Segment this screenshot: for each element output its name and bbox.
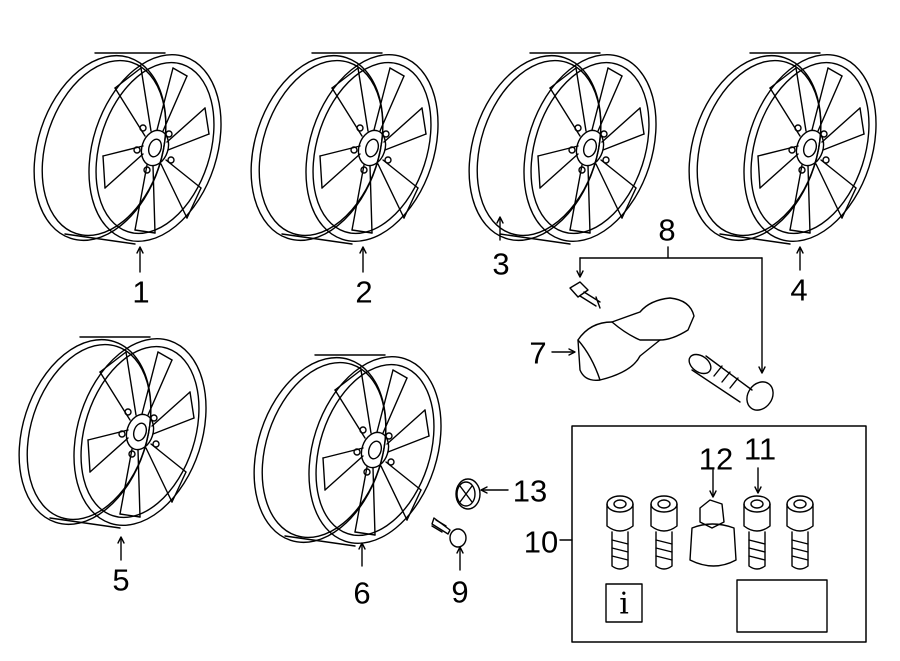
wheel-2 <box>227 36 462 260</box>
callout-2: 2 <box>355 274 373 310</box>
valve-stem-icon <box>688 353 774 411</box>
callout-1: 1 <box>132 274 150 310</box>
info-icon: i <box>619 586 629 622</box>
key-adapter-icon <box>689 499 737 567</box>
callout-6: 6 <box>353 575 371 611</box>
bolt-icon <box>569 281 601 309</box>
center-cap-icon <box>455 478 481 510</box>
lock-kit-box <box>571 425 867 643</box>
wheel-bolt-icon <box>431 517 467 548</box>
wheel-5 <box>0 320 230 544</box>
label-plate-icon <box>736 579 828 633</box>
callout-7: 7 <box>529 335 547 371</box>
callout-3: 3 <box>492 246 510 282</box>
callout-13: 13 <box>512 473 548 509</box>
lug-bolt-icons <box>606 495 814 570</box>
callout-9: 9 <box>451 574 469 610</box>
callout-12: 12 <box>698 441 734 477</box>
wheel-4 <box>665 36 900 260</box>
callout-4: 4 <box>790 272 808 308</box>
callout-11: 11 <box>743 431 777 467</box>
callout-10: 10 <box>523 524 559 560</box>
wheel-1 <box>10 36 245 260</box>
wheel-3 <box>445 36 680 260</box>
callout-8: 8 <box>658 212 676 248</box>
info-icon-box <box>605 583 643 623</box>
callout-5: 5 <box>112 562 130 598</box>
wheel-6 <box>230 338 465 562</box>
tpms-sensor-icon <box>577 297 695 381</box>
leader-lines <box>117 216 804 571</box>
